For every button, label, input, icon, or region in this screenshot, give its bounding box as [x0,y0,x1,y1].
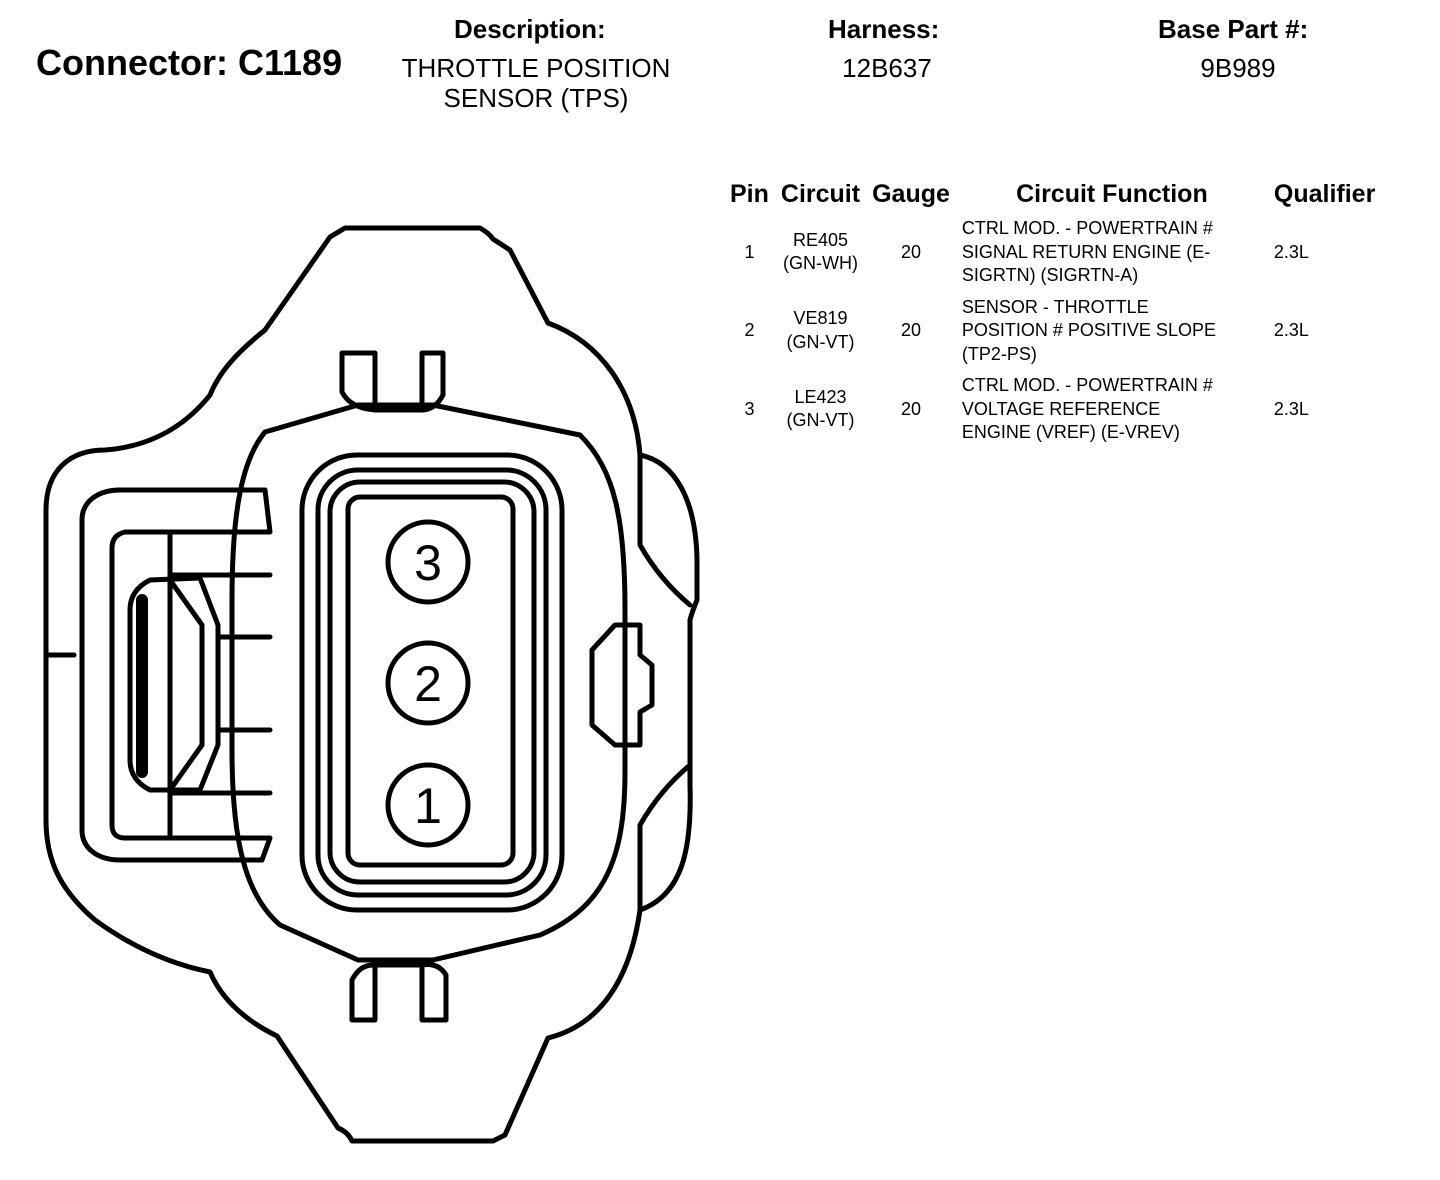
qualifier-cell: 2.3L [1273,320,1309,340]
function-line: SIGRTN) (SIGRTN-A) [961,265,1139,285]
circuit-id: LE423 [794,386,847,407]
bottom-latch-tab [349,962,449,1023]
circuit-cell: LE423 (GN-VT) [775,374,866,453]
top-latch-tab [339,350,446,413]
description-line-1: THROTTLE POSITION [401,53,671,83]
pin-label-1: 1 [414,778,442,834]
function-line: CTRL MOD. - POWERTRAIN # [961,218,1213,238]
col-header-qualifier: Qualifier [1273,180,1376,208]
function-line: SENSOR - THROTTLE [961,296,1149,317]
right-key [589,622,655,748]
inner-shroud [229,402,628,963]
circuit-id: VE819 [793,308,848,329]
latch-button [127,575,221,793]
col-header-circuit: Circuit [780,180,861,208]
harness-label: Harness: [828,14,940,44]
function-cell: CTRL MOD. - POWERTRAIN # VOLTAGE REFEREN… [956,374,1268,453]
pin-3-terminal [385,519,471,605]
col-header-function: Circuit Function [1016,180,1208,208]
pin-cell: 3 [744,398,755,419]
cavity-ring-inner [327,479,537,885]
pin-2-terminal [385,640,471,726]
pin-cell: 2 [744,320,755,340]
left-latch-frame [79,487,273,863]
function-cell: SENSOR - THROTTLE POSITION # POSITIVE SL… [956,296,1268,375]
function-line: CTRL MOD. - POWERTRAIN # [961,375,1213,395]
cavity-ring-outer [299,452,565,913]
table-row: 3 LE423 (GN-VT) 20 CTRL MOD. - POWERTRAI… [724,374,1381,453]
connector-face-diagram: 3 2 1 [43,225,700,1144]
pin-cell: 1 [744,241,755,262]
pin-table: Pin Circuit Gauge Circuit Function Quali… [724,180,1381,453]
gauge-cell: 20 [900,241,921,262]
pin-label-2: 2 [414,656,442,712]
gauge-cell: 20 [900,320,921,340]
pin-label-3: 3 [414,535,442,591]
right-flange [637,452,693,608]
circuit-cell: VE819 (GN-VT) [775,296,866,375]
circuit-color: (GN-WH) [783,253,858,274]
latch-button-inner [167,577,205,793]
circuit-id: RE405 [792,229,849,250]
function-line: ENGINE (VREF) (E-VREV) [961,422,1180,442]
function-line: VOLTAGE REFERENCE [961,398,1161,419]
col-header-pin: Pin [730,180,769,208]
base-part-value: 9B989 [1200,53,1276,83]
table-row: 2 VE819 (GN-VT) 20 SENSOR - THROTTLE POS… [724,296,1381,375]
circuit-color: (GN-VT) [786,410,855,431]
function-line: SIGNAL RETURN ENGINE (E- [961,241,1211,262]
base-part-label: Base Part #: [1158,14,1309,44]
connector-title: Connector: C1189 [36,42,343,83]
qualifier-cell: 2.3L [1273,241,1309,262]
right-flange-lower [637,762,693,913]
pin-1-terminal [385,762,471,848]
pin-table-header-row: Pin Circuit Gauge Circuit Function Quali… [724,180,1381,217]
function-cell: CTRL MOD. - POWERTRAIN # SIGNAL RETURN E… [956,217,1268,296]
function-line: POSITION # POSITIVE SLOPE [961,320,1216,340]
housing-outline [43,225,700,1144]
description-label: Description: [454,14,606,44]
harness-value: 12B637 [842,53,932,83]
table-row: 1 RE405 (GN-WH) 20 CTRL MOD. - POWERTRAI… [724,217,1381,296]
circuit-cell: RE405 (GN-WH) [775,217,866,296]
function-line: (TP2-PS) [961,343,1037,364]
pin-cavity [345,494,516,868]
col-header-gauge: Gauge [872,180,950,208]
cavity-ring-middle [315,467,549,898]
description-line-2: SENSOR (TPS) [443,83,629,113]
description-value: THROTTLE POSITION SENSOR (TPS) [386,53,686,113]
circuit-color: (GN-VT) [786,331,855,352]
qualifier-cell: 2.3L [1273,398,1309,419]
gauge-cell: 20 [900,398,921,419]
